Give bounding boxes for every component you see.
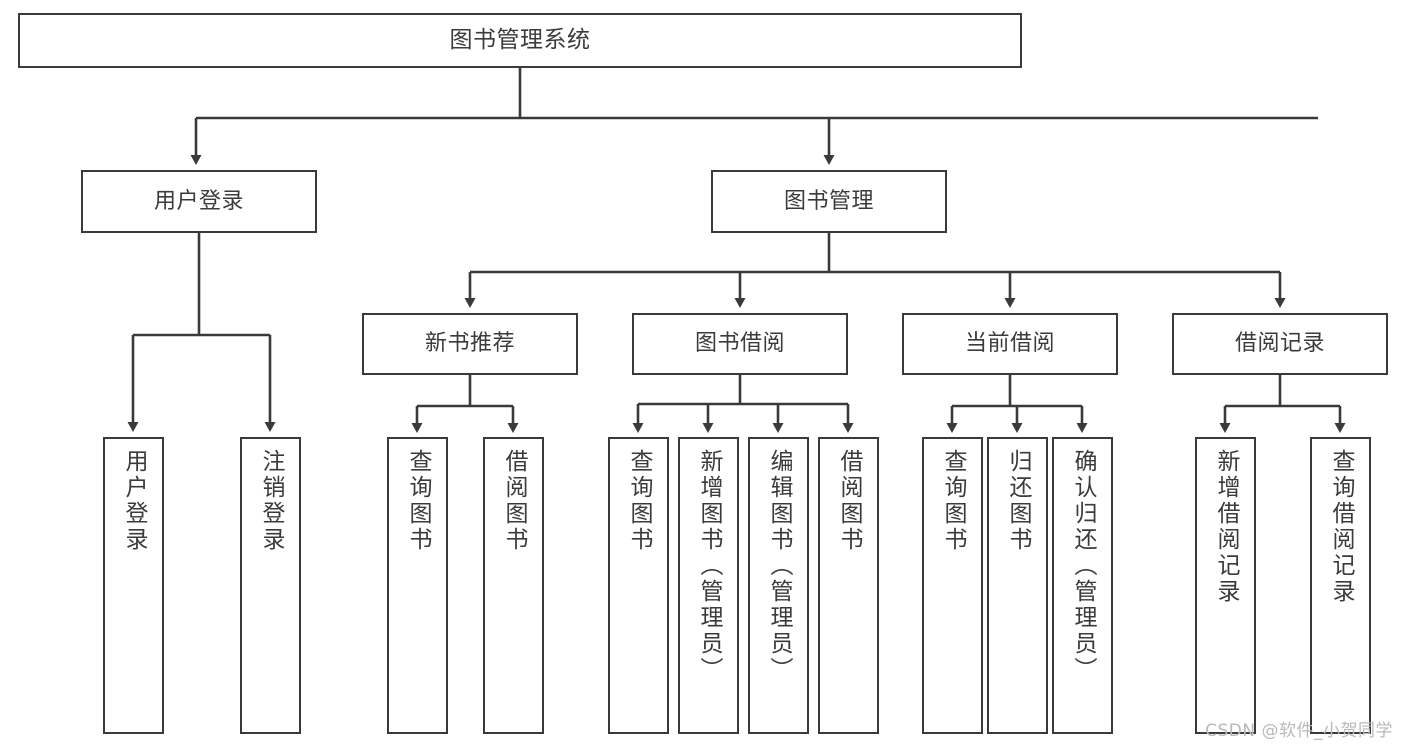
leaf-new-book-query[interactable]: 查询图书: [387, 437, 448, 734]
leaf-current-borrow-return[interactable]: 归还图书: [987, 437, 1048, 734]
node-new-book-recommend-label: 新书推荐: [424, 331, 515, 357]
node-user-login-label: 用户登录: [153, 188, 244, 214]
leaf-new-book-borrow-label: 借阅图书: [501, 449, 527, 553]
node-book-borrow[interactable]: 图书借阅: [632, 313, 848, 375]
node-book-management-label: 图书管理: [783, 188, 874, 214]
node-borrow-record-label: 借阅记录: [1234, 331, 1325, 357]
leaf-borrow-record-add[interactable]: 新增借阅记录: [1195, 437, 1256, 734]
leaf-current-borrow-query-label: 查询图书: [940, 449, 966, 553]
leaf-user-login-login[interactable]: 用户登录: [103, 437, 164, 734]
leaf-borrow-record-query[interactable]: 查询借阅记录: [1310, 437, 1371, 734]
node-root[interactable]: 图书管理系统: [18, 13, 1022, 68]
node-user-login[interactable]: 用户登录: [81, 170, 317, 233]
watermark: CSDN @软件_小贺同学: [1205, 721, 1393, 741]
leaf-book-borrow-borrow[interactable]: 借阅图书: [818, 437, 879, 734]
node-root-label: 图书管理系统: [449, 26, 591, 53]
leaf-new-book-query-label: 查询图书: [405, 449, 431, 553]
leaf-borrow-record-add-label: 新增借阅记录: [1213, 449, 1239, 605]
leaf-book-borrow-query-label: 查询图书: [626, 449, 652, 553]
node-book-management[interactable]: 图书管理: [711, 170, 947, 233]
leaf-book-borrow-add[interactable]: 新增图书（管理员）: [678, 437, 739, 734]
leaf-book-borrow-edit-label: 编辑图书（管理员）: [766, 449, 792, 683]
leaf-current-borrow-confirm-label: 确认归还（管理员）: [1070, 449, 1096, 683]
leaf-current-borrow-confirm[interactable]: 确认归还（管理员）: [1052, 437, 1113, 734]
leaf-current-borrow-return-label: 归还图书: [1005, 449, 1031, 553]
leaf-book-borrow-borrow-label: 借阅图书: [836, 449, 862, 553]
leaf-user-login-login-label: 用户登录: [121, 449, 147, 553]
leaf-book-borrow-add-label: 新增图书（管理员）: [696, 449, 722, 683]
node-new-book-recommend[interactable]: 新书推荐: [362, 313, 578, 375]
leaf-book-borrow-edit[interactable]: 编辑图书（管理员）: [748, 437, 809, 734]
leaf-current-borrow-query[interactable]: 查询图书: [922, 437, 983, 734]
node-current-borrow-label: 当前借阅: [964, 331, 1055, 357]
leaf-new-book-borrow[interactable]: 借阅图书: [483, 437, 544, 734]
leaf-book-borrow-query[interactable]: 查询图书: [608, 437, 669, 734]
node-current-borrow[interactable]: 当前借阅: [902, 313, 1118, 375]
leaf-borrow-record-query-label: 查询借阅记录: [1328, 449, 1354, 605]
leaf-user-login-logout-label: 注销登录: [258, 449, 284, 553]
node-book-borrow-label: 图书借阅: [694, 331, 785, 357]
leaf-user-login-logout[interactable]: 注销登录: [240, 437, 301, 734]
node-borrow-record[interactable]: 借阅记录: [1172, 313, 1388, 375]
